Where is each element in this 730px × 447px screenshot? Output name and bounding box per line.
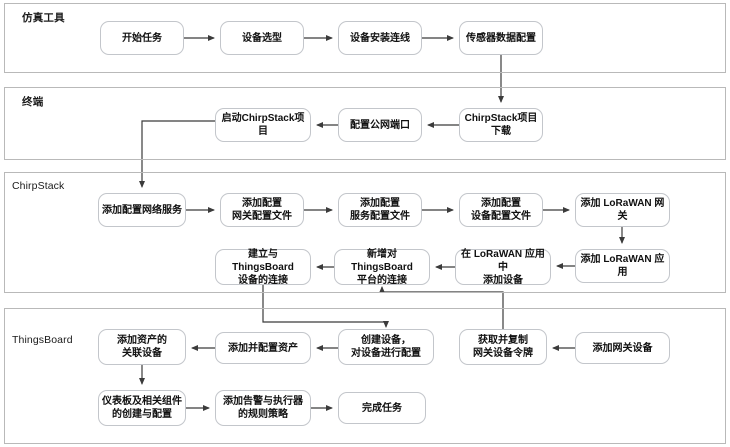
node-add-service-profile[interactable]: 添加配置 服务配置文件	[338, 193, 422, 227]
node-label: 设备选型	[242, 32, 282, 44]
node-label: 完成任务	[362, 402, 402, 414]
lane-label-thingsboard: ThingsBoard	[12, 334, 73, 346]
node-sensor-data-config[interactable]: 传感器数据配置	[459, 21, 543, 55]
node-finish-task[interactable]: 完成任务	[338, 392, 426, 424]
node-label: 添加资产的 关联设备	[117, 335, 167, 359]
node-add-asset-related-device[interactable]: 添加资产的 关联设备	[98, 329, 186, 365]
lane-thingsboard	[4, 308, 726, 444]
node-label: 添加网关设备	[592, 342, 653, 354]
node-add-configure-asset[interactable]: 添加并配置资产	[215, 332, 311, 364]
lane-chirpstack	[4, 172, 726, 293]
node-label: 仪表板及相关组件 的创建与配置	[102, 396, 182, 420]
lane-simulation	[4, 3, 726, 73]
node-add-gateway-profile[interactable]: 添加配置 网关配置文件	[220, 193, 304, 227]
node-add-gateway-device[interactable]: 添加网关设备	[575, 332, 670, 364]
node-download-chirpstack-project[interactable]: ChirpStack项目下载	[459, 108, 543, 142]
node-label: 添加 LoRaWAN 应用	[580, 254, 665, 278]
lane-terminal	[4, 87, 726, 160]
node-label: 创建设备， 对设备进行配置	[351, 335, 421, 359]
node-label: 设备安装连线	[350, 32, 410, 44]
node-label: 添加配置网络服务	[102, 204, 182, 216]
node-add-network-service[interactable]: 添加配置网络服务	[98, 193, 186, 227]
node-label: 启动ChirpStack项目	[221, 113, 305, 137]
node-label: 在 LoRaWAN 应用中 添加设备	[461, 248, 545, 286]
node-create-configure-device[interactable]: 创建设备， 对设备进行配置	[338, 329, 434, 365]
node-link-thingsboard-device[interactable]: 建立与ThingsBoard 设备的连接	[215, 248, 311, 286]
node-label: 添加配置 服务配置文件	[350, 198, 410, 222]
node-add-lorawan-gateway[interactable]: 添加 LoRaWAN 网关	[575, 193, 670, 227]
lane-label-simulation: 仿真工具	[22, 12, 65, 24]
node-device-installation[interactable]: 设备安装连线	[338, 21, 422, 55]
node-label: 新增对ThingsBoard 平台的连接	[351, 248, 413, 286]
node-label: 获取并复制 网关设备令牌	[473, 335, 533, 359]
node-label: 建立与ThingsBoard 设备的连接	[232, 248, 294, 286]
node-label: 添加并配置资产	[228, 342, 298, 354]
node-label: ChirpStack项目下载	[464, 113, 538, 137]
node-label: 添加告警与执行器 的规则策略	[223, 396, 303, 420]
node-device-selection[interactable]: 设备选型	[220, 21, 304, 55]
lane-label-chirpstack: ChirpStack	[12, 180, 65, 192]
node-copy-gateway-token[interactable]: 获取并复制 网关设备令牌	[459, 329, 547, 365]
node-dashboard-create-config[interactable]: 仪表板及相关组件 的创建与配置	[98, 390, 186, 426]
node-label: 添加配置 网关配置文件	[232, 198, 292, 222]
node-label: 开始任务	[122, 32, 162, 44]
node-add-device-in-lorawan-app[interactable]: 在 LoRaWAN 应用中 添加设备	[455, 248, 551, 286]
node-start-task[interactable]: 开始任务	[100, 21, 184, 55]
node-add-device-profile[interactable]: 添加配置 设备配置文件	[459, 193, 543, 227]
lane-label-terminal: 终端	[22, 96, 44, 108]
node-add-thingsboard-platform-link[interactable]: 新增对ThingsBoard 平台的连接	[334, 248, 430, 286]
node-label: 配置公网端口	[350, 119, 410, 131]
node-add-lorawan-application[interactable]: 添加 LoRaWAN 应用	[575, 249, 670, 283]
node-label: 传感器数据配置	[466, 32, 536, 44]
node-add-alarm-rule-policy[interactable]: 添加告警与执行器 的规则策略	[215, 390, 311, 426]
node-label: 添加 LoRaWAN 网关	[580, 198, 665, 222]
node-label: 添加配置 设备配置文件	[471, 198, 531, 222]
node-start-chirpstack-project[interactable]: 启动ChirpStack项目	[215, 108, 311, 142]
node-configure-public-port[interactable]: 配置公网端口	[338, 108, 422, 142]
